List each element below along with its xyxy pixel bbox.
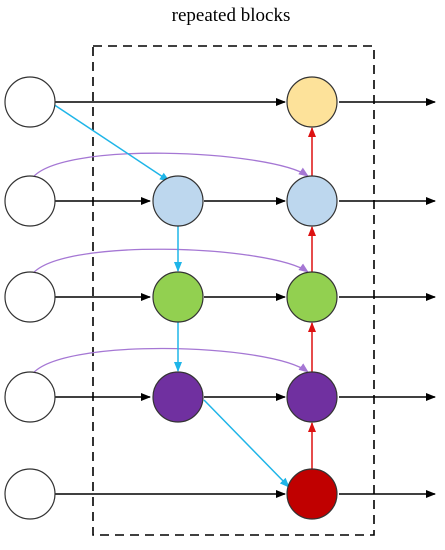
input-node-5 — [4, 468, 56, 520]
input-node-2 — [4, 175, 56, 227]
repeated-blocks-dashed-box — [92, 45, 375, 536]
blue-arrow-input1-to-blue — [49, 101, 170, 182]
block-node-top-yellow — [286, 76, 338, 128]
block-node-green-right — [286, 271, 338, 323]
diagram-title: repeated blocks — [172, 5, 291, 26]
block-node-purple-left — [152, 371, 204, 423]
input-node-1 — [4, 76, 56, 128]
skip-curve-row2 — [30, 152, 309, 181]
skip-curve-row4 — [30, 347, 309, 377]
block-node-red-bottom — [286, 468, 338, 520]
block-node-green-left — [152, 271, 204, 323]
input-node-3 — [4, 271, 56, 323]
block-node-blue-right — [286, 175, 338, 227]
block-node-purple-right — [286, 371, 338, 423]
blue-arrow-purple-to-red — [203, 399, 290, 488]
block-node-blue-left — [152, 175, 204, 227]
skip-curve-row3 — [30, 248, 309, 277]
input-node-4 — [4, 371, 56, 423]
